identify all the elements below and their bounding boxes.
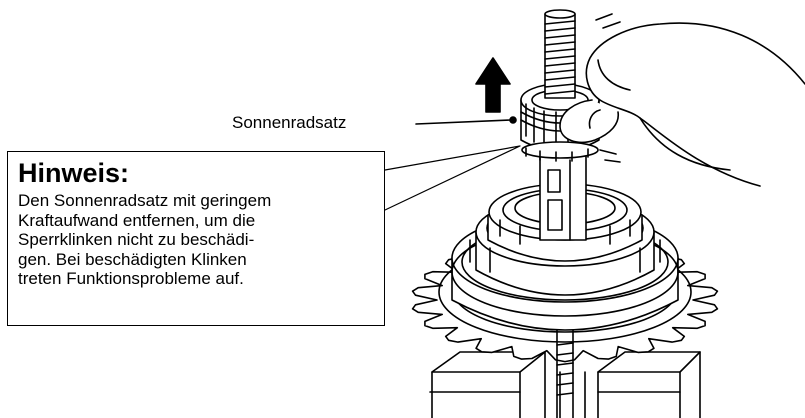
note-box: Hinweis: Den Sonnenradsatz mit geringem … bbox=[7, 151, 385, 326]
vise bbox=[429, 351, 701, 418]
axle-upper bbox=[544, 9, 576, 99]
sun-gear-shaft bbox=[539, 149, 587, 241]
note-body: Den Sonnenradsatz mit geringem Kraftaufw… bbox=[18, 191, 384, 289]
note-leader-line bbox=[384, 145, 521, 211]
note-line: treten Funktionsprobleme auf. bbox=[18, 269, 244, 288]
note-title: Hinweis: bbox=[18, 158, 130, 188]
note-line: Kraftaufwand entfernen, um die bbox=[18, 210, 256, 230]
hand bbox=[559, 13, 805, 187]
callout-leader-line bbox=[415, 119, 512, 125]
hub-body bbox=[451, 183, 679, 331]
note-line: gen. Bei beschädigten Klinken bbox=[18, 249, 247, 269]
note-line: Sperrklinken nicht zu beschädi- bbox=[18, 230, 255, 249]
sun-gear-set-label: Sonnenradsatz bbox=[232, 113, 347, 132]
axle-lower bbox=[556, 329, 574, 418]
up-arrow-icon bbox=[475, 57, 511, 113]
note-line: Den Sonnenradsatz mit geringem bbox=[18, 191, 272, 210]
